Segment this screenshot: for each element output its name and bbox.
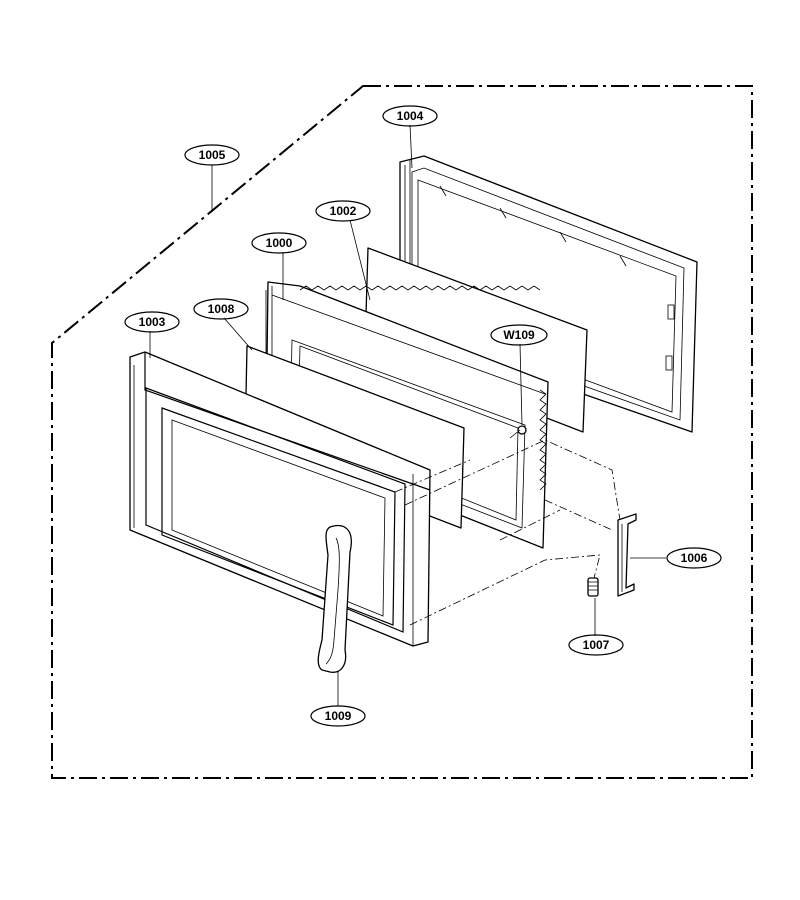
callout-1004: 1004 bbox=[382, 105, 438, 127]
callout-1008: 1008 bbox=[193, 298, 249, 320]
callout-label: 1000 bbox=[266, 236, 293, 250]
part-W109-screw bbox=[509, 425, 527, 439]
callout-1005: 1005 bbox=[184, 144, 240, 166]
callout-label: W109 bbox=[503, 328, 535, 342]
callout-label: 1003 bbox=[139, 315, 166, 329]
callout-W109: W109 bbox=[490, 324, 548, 346]
alignment-lines bbox=[394, 439, 621, 626]
callout-label: 1009 bbox=[325, 709, 352, 723]
part-1009-handle bbox=[317, 525, 352, 673]
callout-1003: 1003 bbox=[124, 311, 180, 333]
callout-label: 1005 bbox=[199, 148, 226, 162]
callout-label: 1004 bbox=[397, 109, 424, 123]
callout-label: 1007 bbox=[583, 638, 610, 652]
callout-label: 1002 bbox=[330, 204, 357, 218]
leader-lines bbox=[149, 124, 666, 706]
callout-1009: 1009 bbox=[310, 705, 366, 727]
callout-1007: 1007 bbox=[568, 634, 624, 656]
part-1003-front-door bbox=[129, 351, 431, 647]
callout-label: 1008 bbox=[208, 302, 235, 316]
callout-label: 1006 bbox=[681, 551, 708, 565]
callout-1006: 1006 bbox=[666, 547, 722, 569]
part-1006-latch-hook bbox=[617, 513, 637, 597]
part-1007-spring bbox=[587, 577, 599, 597]
callout-1002: 1002 bbox=[315, 200, 371, 222]
callout-1000: 1000 bbox=[251, 232, 307, 254]
assembly-boundary bbox=[51, 85, 753, 779]
